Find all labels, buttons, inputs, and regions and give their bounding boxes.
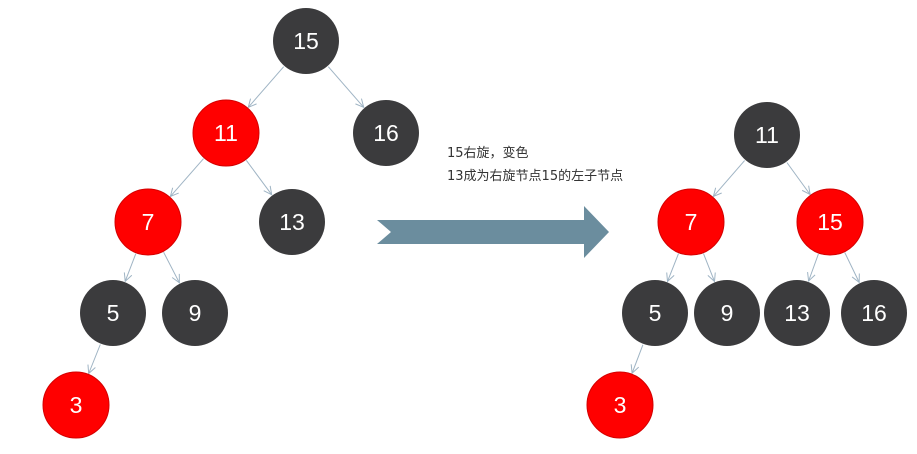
- tree-node-b15: 15: [273, 8, 339, 74]
- node-circle-black: [273, 8, 339, 74]
- tree-node-a15: 15: [796, 188, 864, 256]
- edge-a11-a15: [786, 162, 810, 195]
- tree-node-b3: 3: [42, 371, 110, 439]
- edge-b7-b5: [125, 253, 137, 282]
- rotation-caption: 15右旋，变色 13成为右旋节点15的左子节点: [447, 142, 623, 188]
- node-label: 3: [614, 392, 627, 418]
- edge-b11-b7: [170, 158, 204, 197]
- node-label: 16: [861, 300, 887, 326]
- tree-node-a11: 11: [734, 102, 800, 168]
- edge-a7-a5: [668, 253, 679, 282]
- node-label: 13: [279, 209, 305, 235]
- tree-node-b9: 9: [162, 280, 228, 346]
- node-circle-black: [162, 280, 228, 346]
- node-label: 5: [649, 300, 662, 326]
- tree-node-b7: 7: [114, 188, 182, 256]
- node-label: 7: [685, 209, 698, 235]
- node-label: 7: [142, 209, 155, 235]
- tree-node-a13: 13: [764, 280, 830, 346]
- node-label: 9: [189, 300, 202, 326]
- node-circle-black: [259, 189, 325, 255]
- transform-arrow: [377, 206, 609, 258]
- caption-line-1: 15右旋，变色: [447, 146, 529, 161]
- edge-b11-b13: [245, 160, 271, 194]
- tree-node-a16: 16: [841, 280, 907, 346]
- after-tree-edges: [632, 160, 859, 374]
- node-label: 13: [784, 300, 810, 326]
- tree-node-b11: 11: [192, 99, 260, 167]
- after-tree-nodes: 11 7 15 5 9 13 16 3: [586, 102, 907, 439]
- node-circle-red: [796, 188, 864, 256]
- node-circle-red: [114, 188, 182, 256]
- node-circle-black: [353, 100, 419, 166]
- tree-node-b16: 16: [353, 100, 419, 166]
- node-label: 3: [70, 392, 83, 418]
- tree-node-b5: 5: [80, 280, 146, 346]
- node-circle-black: [80, 280, 146, 346]
- node-circle-red: [192, 99, 260, 167]
- edge-b7-b9: [163, 251, 180, 283]
- edge-a15-a16: [844, 252, 859, 283]
- edge-a7-a9: [703, 253, 715, 282]
- edge-b5-b3: [89, 344, 101, 374]
- edge-b15-b16: [327, 66, 363, 108]
- edge-a11-a7: [713, 160, 745, 197]
- node-circle-black: [764, 280, 830, 346]
- node-circle-black: [734, 102, 800, 168]
- node-circle-red: [42, 371, 110, 439]
- node-circle-black: [622, 280, 688, 346]
- tree-node-a3: 3: [586, 371, 654, 439]
- node-label: 11: [755, 122, 779, 148]
- edge-b15-b11: [248, 66, 285, 108]
- node-circle-black: [694, 280, 760, 346]
- node-label: 5: [107, 300, 120, 326]
- tree-node-a7: 7: [657, 188, 725, 256]
- node-circle-black: [841, 280, 907, 346]
- node-label: 15: [293, 28, 319, 54]
- node-circle-red: [586, 371, 654, 439]
- before-tree-edges: [89, 66, 364, 374]
- before-rotation-tree: 15 11 16 7 13 5 9 3: [42, 8, 419, 439]
- node-circle-red: [657, 188, 725, 256]
- node-label: 15: [817, 209, 843, 235]
- edge-a15-a13: [809, 253, 819, 281]
- caption-line-2: 13成为右旋节点15的左子节点: [447, 169, 624, 184]
- node-label: 9: [721, 300, 734, 326]
- tree-node-b13: 13: [259, 189, 325, 255]
- before-tree-nodes: 15 11 16 7 13 5 9 3: [42, 8, 419, 439]
- edge-a5-a3: [632, 344, 644, 373]
- node-label: 11: [214, 120, 238, 146]
- tree-node-a5: 5: [622, 280, 688, 346]
- after-rotation-tree: 11 7 15 5 9 13 16 3: [586, 102, 907, 439]
- tree-node-a9: 9: [694, 280, 760, 346]
- node-label: 16: [373, 120, 399, 146]
